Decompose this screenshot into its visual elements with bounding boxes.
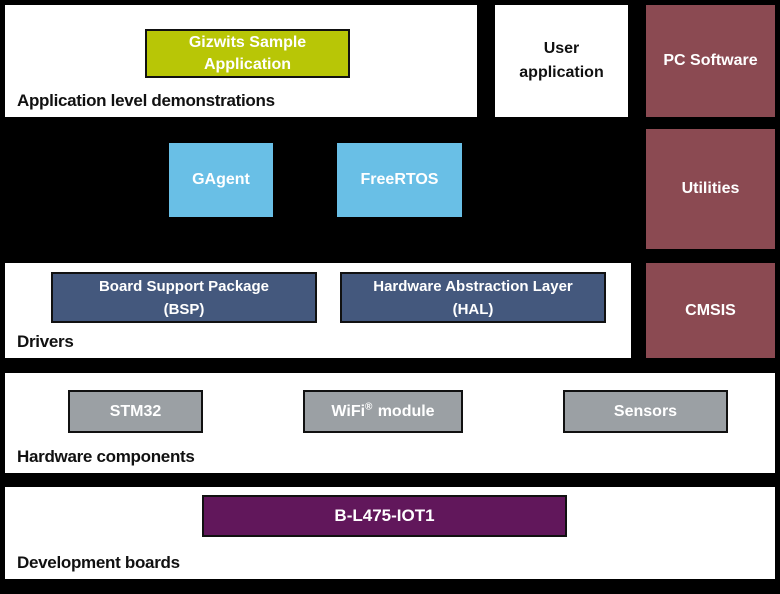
sensors-label: Sensors (613, 402, 678, 420)
b-l475-iot1-label: B-L475-IOT1 (334, 506, 435, 525)
cmsis-label: CMSIS (685, 301, 736, 319)
box-b-l475-iot1: B-L475-IOT1 (202, 495, 567, 537)
box-stm32: STM32 (68, 390, 203, 433)
user-application-label-line2: application (519, 64, 604, 81)
box-wifi-module: WiFi® module (303, 390, 463, 433)
box-hardware-abstraction-layer: Hardware Abstraction Layer (HAL) (340, 272, 606, 323)
stm32-label: STM32 (109, 402, 162, 420)
freertos-label: FreeRTOS (360, 171, 439, 188)
boards-layer-label: Development boards (17, 553, 180, 572)
drivers-layer-label: Drivers (17, 332, 74, 351)
user-application-label-line1: User (543, 40, 580, 57)
pc-software-label: PC Software (663, 52, 758, 69)
wifi-label-suffix: module (377, 402, 435, 420)
gagent-label: GAgent (192, 171, 250, 188)
layer-application-demos: Application level demonstrations (5, 5, 477, 117)
hal-label-line2: (HAL) (452, 300, 494, 318)
box-board-support-package: Board Support Package (BSP) (51, 272, 317, 323)
bsp-label-line1: Board Support Package (98, 277, 270, 295)
box-gizwits-sample-application: Gizwits Sample Application (145, 29, 350, 78)
box-gagent: GAgent (169, 143, 273, 217)
box-cmsis: CMSIS (646, 263, 775, 358)
utilities-label: Utilities (681, 180, 740, 197)
wifi-label-name: WiFi® (331, 401, 373, 420)
application-layer-label: Application level demonstrations (17, 91, 275, 110)
gizwits-label-line2: Application (203, 55, 292, 73)
bsp-label-line2: (BSP) (163, 300, 205, 318)
hal-label-line1: Hardware Abstraction Layer (373, 277, 573, 295)
hardware-layer-label: Hardware components (17, 447, 195, 466)
box-freertos: FreeRTOS (337, 143, 462, 217)
box-user-application: User application (495, 5, 628, 117)
registered-mark: ® (365, 401, 373, 413)
box-pc-software: PC Software (646, 5, 775, 117)
box-sensors: Sensors (563, 390, 728, 433)
box-utilities: Utilities (646, 129, 775, 249)
gizwits-label-line1: Gizwits Sample (188, 33, 307, 51)
